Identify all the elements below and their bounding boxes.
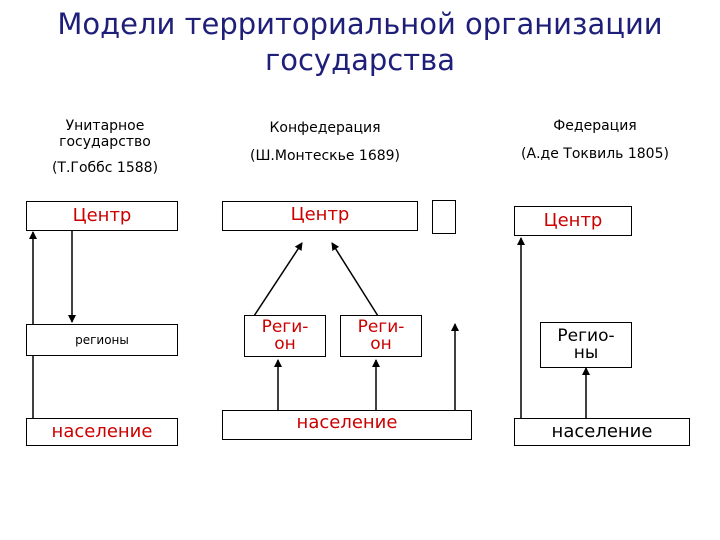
confederation-heading-label: Конфедерация <box>269 120 381 136</box>
region2-to-center-arrow <box>331 242 379 317</box>
unitary-center-label: Центр <box>72 205 132 226</box>
confederation-empty-box <box>432 200 456 234</box>
federation-center-label: Центр <box>543 210 603 231</box>
unitary-population-box: население <box>26 418 178 446</box>
region-1-label-line-2: он <box>274 334 296 354</box>
federation-regions-box: Регио- ны <box>540 322 632 368</box>
confederation-author: (Ш.Монтескье 1689) <box>250 148 401 164</box>
confederation-center-box: Центр <box>222 201 418 231</box>
diagram-title: Модели территориальной организации госуд… <box>0 6 720 78</box>
region-1-label-line-1: Реги- <box>261 317 309 337</box>
unitary-regions-label: регионы <box>75 333 129 347</box>
unitary-author: (Т.Гоббс 1588) <box>51 160 159 176</box>
confederation-region-1-box: Реги- он <box>244 315 326 357</box>
unitary-heading: Унитарное государство (Т.Гоббс 1588) <box>40 118 170 176</box>
unitary-heading-line-2: государство <box>59 134 151 150</box>
title-line-2: государства <box>264 43 455 77</box>
confederation-population-label: население <box>296 412 398 433</box>
region-2-label-line-1: Реги- <box>357 317 405 337</box>
federation-population-box: население <box>514 418 690 446</box>
federation-heading-label: Федерация <box>553 118 637 134</box>
confederation-center-label: Центр <box>290 204 350 225</box>
regions-label-line-1: Регио- <box>557 326 615 346</box>
title-line-1: Модели территориальной организации <box>57 7 663 41</box>
federation-heading: Федерация (А.де Токвиль 1805) <box>510 118 680 162</box>
unitary-heading-line-1: Унитарное <box>65 118 145 134</box>
confederation-population-box: население <box>222 410 472 440</box>
unitary-center-box: Центр <box>26 201 178 231</box>
federation-author: (А.де Токвиль 1805) <box>521 146 669 162</box>
region1-to-center-arrow <box>253 242 303 317</box>
unitary-regions-box: регионы <box>26 324 178 356</box>
regions-label-line-2: ны <box>573 343 599 363</box>
federation-population-label: население <box>551 421 653 442</box>
confederation-region-2-box: Реги- он <box>340 315 422 357</box>
confederation-heading: Конфедерация (Ш.Монтескье 1689) <box>250 120 400 164</box>
region-2-label-line-2: он <box>370 334 392 354</box>
unitary-population-label: население <box>51 421 153 442</box>
federation-center-box: Центр <box>514 206 632 236</box>
